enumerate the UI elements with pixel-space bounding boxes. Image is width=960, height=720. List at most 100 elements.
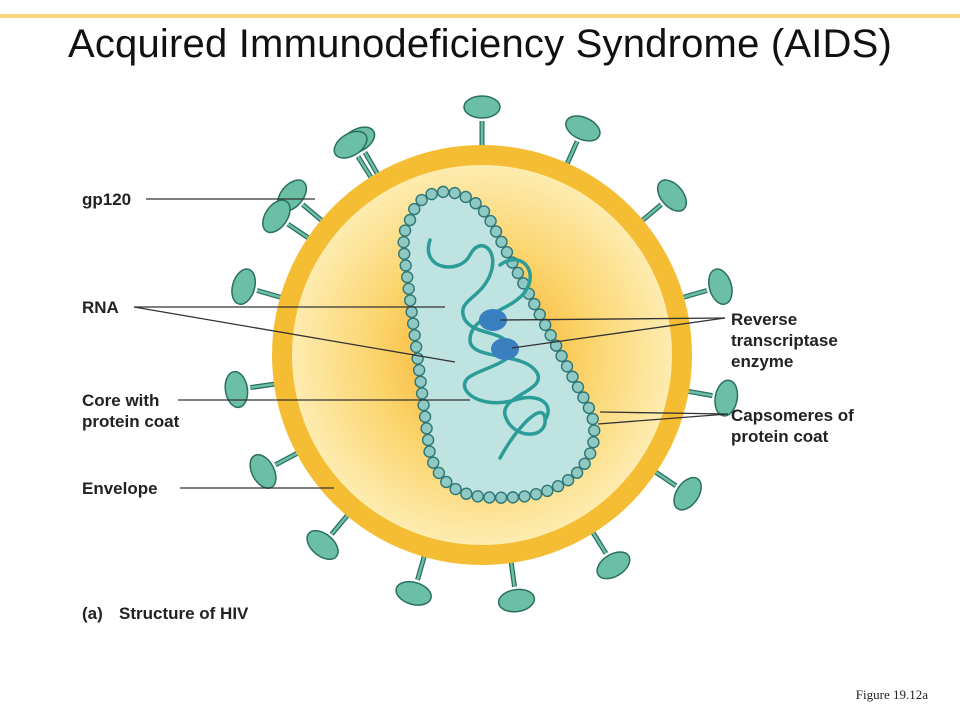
capsomere — [560, 360, 574, 373]
capsomere — [449, 482, 462, 496]
capsomere — [561, 474, 575, 487]
capsomere — [528, 297, 541, 311]
capsomere — [397, 235, 410, 249]
capsomere — [432, 466, 446, 480]
capsomere — [471, 490, 484, 503]
capsomere — [571, 380, 585, 394]
capsomere — [440, 475, 453, 489]
capsomere — [398, 247, 411, 261]
capsomere — [494, 491, 508, 504]
label-rt-line2: transcriptase — [731, 331, 838, 350]
gp120-head — [673, 476, 702, 511]
gp120-head — [249, 453, 277, 489]
capsomere — [549, 339, 563, 352]
capsomere — [518, 490, 531, 503]
capsomere — [570, 466, 584, 479]
label-rt-line1: Reverse — [731, 310, 797, 329]
capsomere — [582, 401, 596, 415]
capsomere — [414, 375, 427, 389]
capsomere — [588, 424, 601, 437]
label-gp120: gp120 — [82, 190, 131, 209]
figure-reference: Figure 19.12a — [855, 687, 928, 702]
capsomere — [405, 305, 418, 319]
capsomere — [555, 349, 568, 363]
capsomere — [577, 391, 590, 404]
capsomere — [402, 282, 415, 295]
capsomere — [399, 259, 412, 272]
gp120-head — [714, 379, 739, 417]
reverse-transcriptase-1 — [479, 309, 507, 331]
leader-caps-1 — [599, 411, 729, 415]
capsomere — [415, 387, 429, 400]
gp120-head — [463, 95, 501, 119]
gp120-head — [497, 588, 536, 613]
capsomere — [538, 318, 552, 332]
leader-caps-2 — [597, 413, 729, 425]
capsomere — [400, 270, 414, 284]
capsomere — [423, 445, 436, 458]
label-rt-line3: enzyme — [731, 352, 793, 371]
capsomere — [489, 225, 503, 238]
capsomere — [506, 491, 520, 504]
capsomere — [495, 235, 508, 249]
leader-rt-2 — [511, 317, 726, 349]
capsomere — [583, 447, 597, 460]
gp120-head — [224, 370, 249, 409]
gp120-head — [306, 529, 339, 561]
label-envelope: Envelope — [82, 479, 158, 498]
leader-lines — [133, 198, 729, 489]
capsomere — [477, 205, 491, 218]
capsomere — [551, 480, 565, 493]
gp120-head — [707, 268, 733, 305]
capsomere — [533, 308, 546, 321]
gp120-head — [596, 551, 631, 580]
capsomere — [586, 412, 599, 426]
capsomere — [408, 202, 421, 216]
capsomere — [421, 433, 435, 447]
gp120-head — [262, 199, 291, 234]
label-caps-line1: Capsomeres of — [731, 406, 854, 425]
capsomere — [511, 266, 525, 280]
label-core-line1: Core with — [82, 391, 159, 410]
gp120-head — [565, 115, 601, 142]
label-core-line2: protein coat — [82, 412, 180, 431]
capsomere — [500, 246, 514, 259]
reverse-transcriptase-2 — [491, 338, 519, 360]
rna-strand-1 — [426, 238, 550, 422]
label-caps-line2: protein coat — [731, 427, 829, 446]
caption-text: Structure of HIV — [119, 604, 249, 623]
capsomere — [403, 294, 417, 307]
capsomere — [406, 317, 420, 330]
gp120-head — [395, 580, 432, 606]
rna-strand-2 — [468, 258, 547, 460]
capsomere — [418, 410, 432, 423]
capsomere — [420, 422, 433, 435]
capsomere — [398, 224, 412, 237]
leader-rt-1 — [499, 317, 726, 321]
capsomere — [408, 329, 421, 342]
capsomere — [409, 340, 423, 354]
label-rna: RNA — [82, 298, 119, 317]
capsomere — [425, 187, 438, 201]
capsomere — [426, 456, 440, 469]
leader-rna-2 — [133, 306, 456, 363]
capsomere — [578, 457, 591, 470]
capsomere — [587, 436, 600, 449]
capsomere — [417, 398, 430, 412]
capsomere — [448, 186, 461, 200]
capsomere — [459, 190, 472, 204]
caption-part: (a) — [82, 604, 103, 623]
capsomere — [566, 370, 579, 383]
capsomeres — [397, 185, 601, 504]
slide-title: Acquired Immunodeficiency Syndrome (AIDS… — [67, 22, 893, 66]
capsomere — [544, 329, 557, 342]
capsomere — [484, 214, 497, 228]
capsomere — [436, 185, 450, 199]
capsomere — [529, 487, 543, 501]
capsomere — [469, 197, 482, 210]
gp120-head — [656, 179, 688, 212]
capsomere — [415, 193, 428, 207]
gp120-head — [231, 268, 257, 305]
capsomere — [541, 484, 554, 498]
